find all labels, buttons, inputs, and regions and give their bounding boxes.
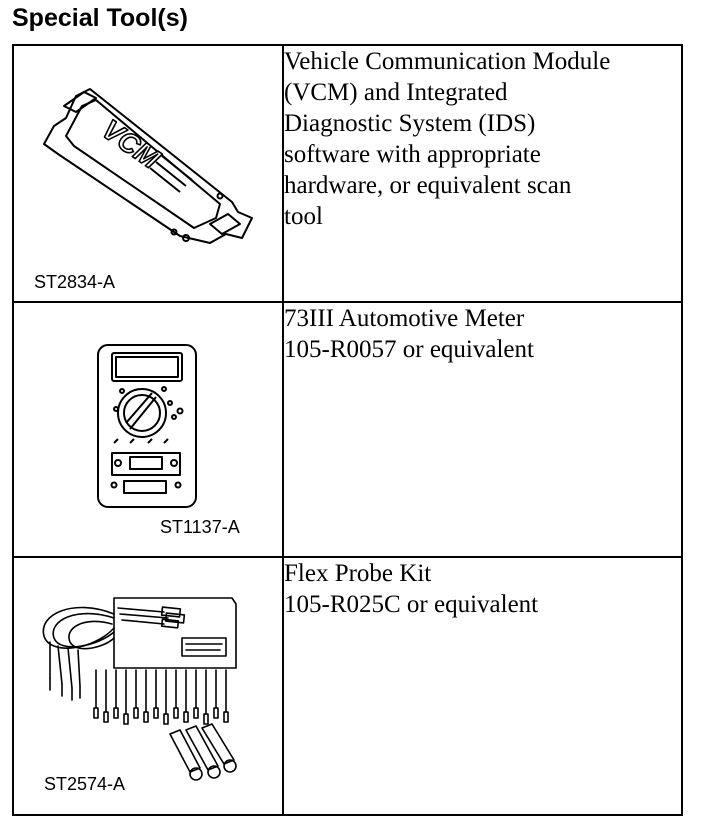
tool-description: Flex Probe Kit 105-R025C or equivalent	[282, 556, 683, 816]
description-line: (VCM) and Integrated	[284, 79, 508, 106]
tool-code: ST1137-A	[160, 517, 240, 537]
tool-code: ST2834-A	[34, 272, 116, 292]
tool-image-cell: VCM ST2834-A	[12, 44, 284, 303]
description-line: Vehicle Communication Module	[284, 48, 611, 75]
tool-image-cell: ST2574-A	[12, 556, 284, 816]
tool-image-cell: ST1137-A	[12, 301, 284, 558]
description-line: Diagnostic System (IDS)	[284, 110, 536, 137]
description-line: software with appropriate	[284, 141, 541, 168]
page-heading: Special Tool(s)	[12, 4, 188, 32]
vcm-illustration: VCM	[43, 88, 253, 244]
description-line: 73III Automotive Meter	[284, 305, 525, 332]
tool-description: Vehicle Communication Module (VCM) and I…	[282, 44, 683, 303]
tool-code: ST2574-A	[44, 774, 126, 794]
description-line: hardware, or equivalent scan	[284, 172, 572, 199]
description-line: 105-R025C or equivalent	[284, 591, 539, 618]
description-line: Flex Probe Kit	[284, 560, 432, 587]
meter-illustration	[97, 344, 197, 508]
special-tools-table: VCM ST2834-A Vehicle Communication Modul…	[12, 44, 683, 816]
tool-row-flex-probe: ST2574-A Flex Probe Kit 105-R025C or equ…	[12, 556, 683, 816]
description-line: 105-R0057 or equivalent	[284, 336, 534, 363]
tool-row-meter: ST1137-A 73III Automotive Meter 105-R005…	[12, 301, 683, 558]
flex-probe-illustration	[42, 597, 237, 781]
description-line: tool	[284, 203, 323, 230]
tool-description: 73III Automotive Meter 105-R0057 or equi…	[282, 301, 683, 558]
tool-row-vcm: VCM ST2834-A Vehicle Communication Modul…	[12, 44, 683, 303]
